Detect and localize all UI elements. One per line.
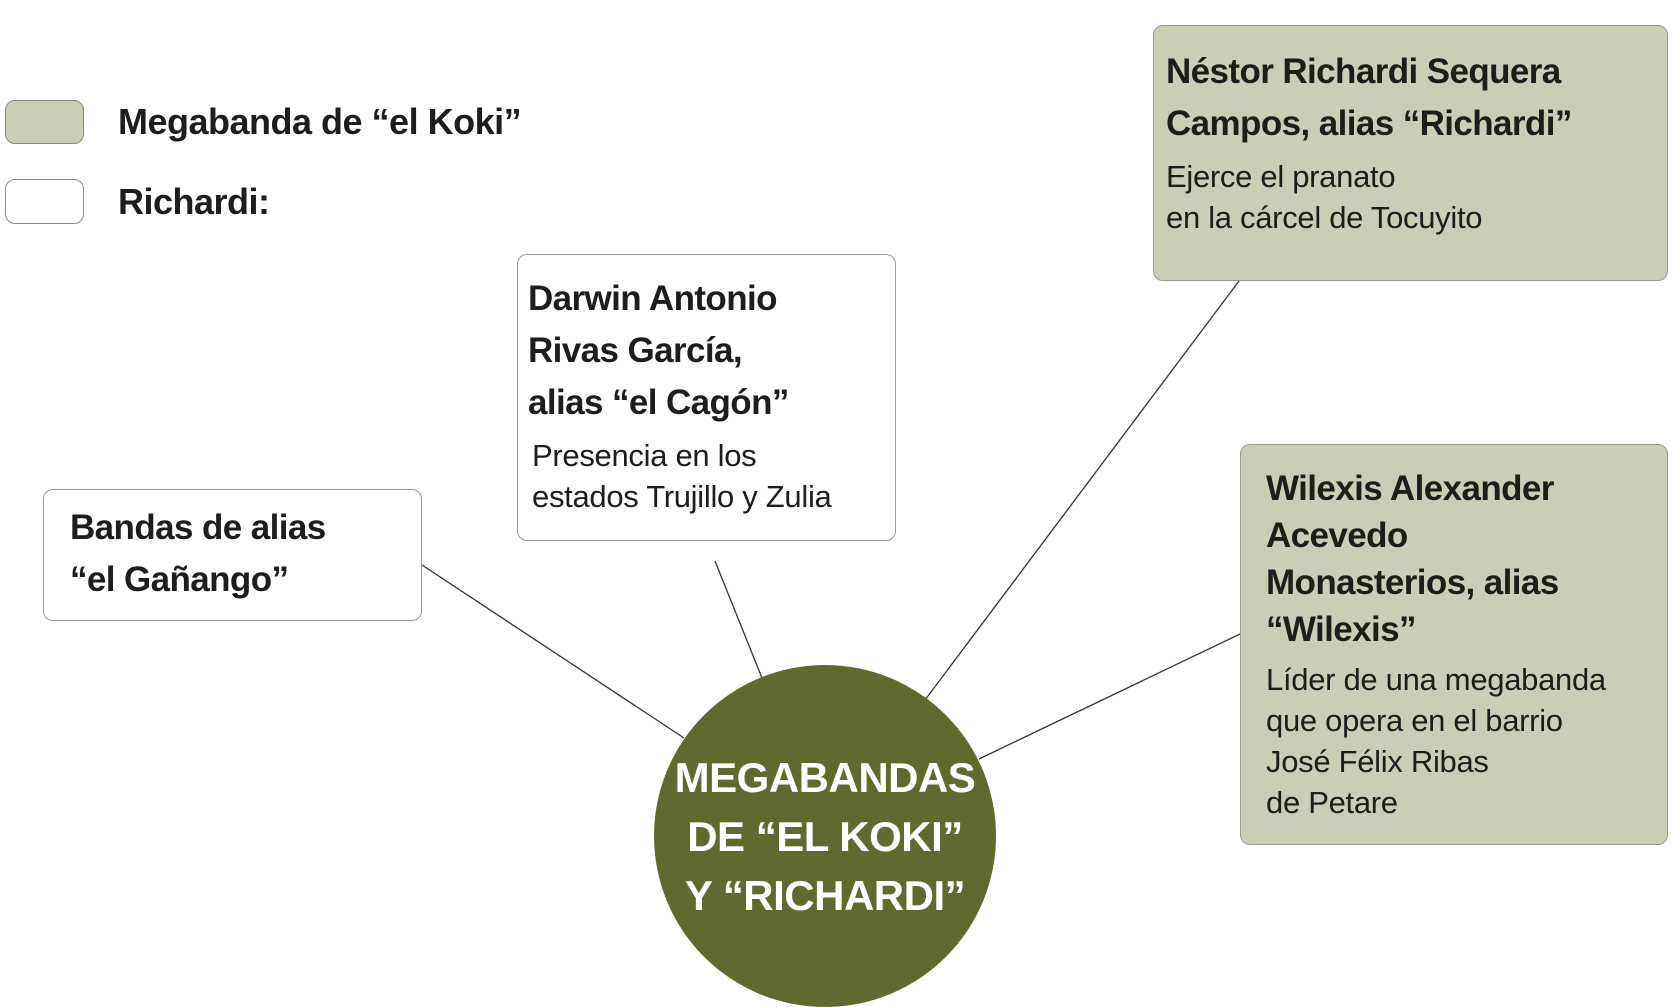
title-line: Néstor Richardi Sequera	[1166, 52, 1561, 91]
title-line: Bandas de alias	[70, 508, 326, 547]
legend-swatch-koki	[5, 100, 84, 144]
desc-line: José Félix Ribas	[1266, 744, 1489, 779]
node-bandas: Bandas de alias “el Gañango”	[43, 489, 422, 621]
legend-swatch-richardi	[5, 179, 84, 224]
node-description: Presencia en los estados Trujillo y Zulia	[528, 435, 885, 517]
connector-darwin	[714, 560, 763, 679]
center-label: MEGABANDAS DE “EL KOKI” Y “RICHARDI”	[675, 748, 976, 925]
title-line: alias “el Cagón”	[528, 383, 789, 422]
node-description: Líder de una megabanda que opera en el ba…	[1266, 659, 1657, 823]
center-line: DE “EL KOKI”	[687, 812, 963, 860]
title-line: Monasterios, alias	[1266, 563, 1559, 602]
desc-line: que opera en el barrio	[1266, 703, 1563, 738]
center-line: Y “RICHARDI”	[684, 871, 966, 919]
title-line: Darwin Antonio	[528, 279, 777, 318]
connector-wilexis	[978, 633, 1241, 760]
title-line: “el Gañango”	[70, 560, 289, 599]
desc-line: Líder de una megabanda	[1266, 662, 1606, 697]
title-line: Acevedo	[1266, 516, 1408, 555]
connector-nestor	[924, 280, 1240, 701]
title-line: Wilexis Alexander	[1266, 469, 1554, 508]
desc-line: de Petare	[1266, 785, 1398, 820]
connector-bandas	[421, 564, 685, 739]
legend-label-richardi: Richardi:	[118, 181, 270, 222]
desc-line: en la cárcel de Tocuyito	[1166, 200, 1483, 235]
node-title: Bandas de alias “el Gañango”	[70, 502, 411, 606]
title-line: Campos, alias “Richardi”	[1166, 104, 1572, 143]
title-line: Rivas García,	[528, 331, 743, 370]
desc-line: estados Trujillo y Zulia	[532, 479, 832, 514]
node-description: Ejerce el pranato en la cárcel de Tocuyit…	[1166, 156, 1657, 238]
desc-line: Presencia en los	[532, 438, 757, 473]
center-line: MEGABANDAS	[674, 753, 976, 801]
desc-line: Ejerce el pranato	[1166, 159, 1396, 194]
center-node: MEGABANDAS DE “EL KOKI” Y “RICHARDI”	[654, 665, 996, 1007]
title-line: “Wilexis”	[1266, 610, 1417, 649]
legend-label-koki: Megabanda de “el Koki”	[118, 101, 522, 142]
